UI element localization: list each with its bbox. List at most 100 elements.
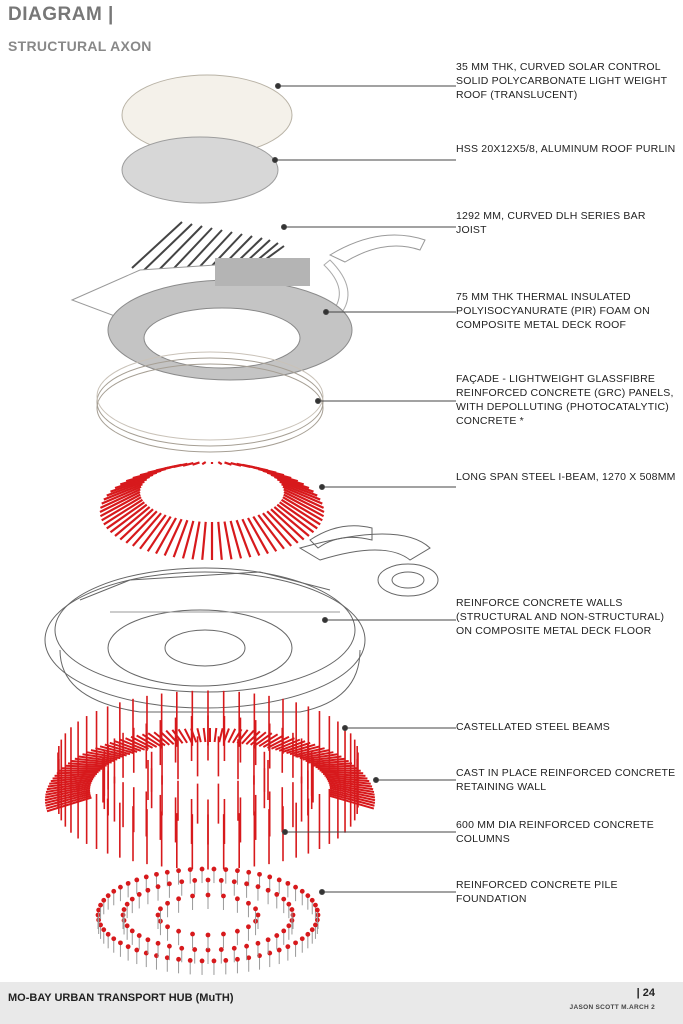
label-roof-membrane: 35 MM THK, CURVED SOLAR CONTROL SOLID PO… <box>456 61 667 101</box>
pile-cap <box>205 947 211 953</box>
castellated-beam <box>326 778 371 785</box>
pile-cap <box>255 884 261 890</box>
i-beam <box>131 512 162 547</box>
pile-cap <box>211 958 217 964</box>
author-credit: JASON SCOTT M.ARCH 2 <box>569 1004 655 1011</box>
i-beam <box>101 496 142 522</box>
pile-cap <box>165 924 170 930</box>
pile-cap <box>125 944 131 950</box>
pile-cap <box>274 933 280 938</box>
i-beam <box>283 491 325 513</box>
i-beam <box>125 510 158 544</box>
pile-cap <box>244 881 249 887</box>
i-beam <box>106 480 145 497</box>
pile-cap <box>253 906 258 912</box>
pile-cap <box>176 956 181 962</box>
i-beam <box>99 491 141 513</box>
pile-cap <box>293 884 298 890</box>
i-beam <box>163 518 183 556</box>
i-beam <box>101 485 142 505</box>
castellated-beam <box>328 794 375 810</box>
pile-cap <box>158 906 163 912</box>
i-beam <box>182 461 194 467</box>
pile-cap <box>309 927 315 933</box>
page-number: | 24 <box>636 987 655 999</box>
i-beam <box>172 519 189 558</box>
castellated-beam <box>202 727 207 743</box>
pile-cap <box>231 879 237 885</box>
floor-plate <box>44 525 439 713</box>
pile-cap <box>313 922 318 928</box>
castellated-beam <box>74 757 112 764</box>
pile-cap <box>192 878 198 883</box>
pile-cap <box>257 871 262 877</box>
pile-cap <box>164 955 170 961</box>
castellated-beam <box>289 745 321 756</box>
pile-cap <box>234 896 240 902</box>
pile-cap <box>246 869 252 875</box>
pile-cap <box>120 912 126 918</box>
castellated-beam <box>44 791 91 804</box>
castellated-beam <box>196 727 202 743</box>
castellated-beam <box>45 785 91 796</box>
castellated-beam <box>61 767 103 770</box>
pile-cap <box>98 902 103 908</box>
i-beam <box>201 521 207 560</box>
i-beam <box>276 503 315 534</box>
pile-cap <box>218 947 224 952</box>
castellated-beam <box>125 737 149 750</box>
label-bar-joist: 1292 MM, CURVED DLH SERIES BAR JOIST <box>456 210 646 236</box>
i-beam <box>99 493 141 518</box>
pile-cap <box>285 944 291 950</box>
i-beam <box>235 519 252 558</box>
castellated-beams-ring <box>44 727 376 813</box>
i-beam <box>276 478 314 493</box>
pile-cap <box>223 957 229 963</box>
i-beam <box>103 498 144 526</box>
castellated-beam <box>45 783 91 793</box>
pile-cap <box>274 892 280 897</box>
pile-cap <box>281 896 287 902</box>
castellated-beam <box>45 794 92 810</box>
pile-cap <box>305 893 311 899</box>
pile-cap <box>129 928 135 934</box>
pile-cap <box>293 940 298 946</box>
castellated-beam <box>47 780 93 788</box>
castellated-beam <box>250 731 267 746</box>
i-beam <box>223 521 233 560</box>
pile-cap <box>190 931 195 937</box>
pile-cap <box>125 880 131 886</box>
pile-cap <box>199 958 205 964</box>
pile-cap <box>299 888 305 894</box>
pile-cap <box>205 932 211 938</box>
i-beam <box>191 521 201 560</box>
pile-cap <box>235 868 240 874</box>
castellated-beam <box>44 789 91 802</box>
pile-cap <box>309 897 315 903</box>
i-beam <box>270 473 305 486</box>
pile-cap <box>143 874 149 880</box>
pile-cap <box>190 893 195 899</box>
i-beam <box>103 483 143 501</box>
pile-cap <box>179 945 185 951</box>
pile-cap <box>234 928 240 934</box>
pile-cap <box>286 923 292 929</box>
pile-cap <box>187 957 193 963</box>
pile-cap <box>281 928 287 934</box>
pile-cap <box>211 866 217 872</box>
purlin-layer <box>121 136 279 204</box>
i-beam <box>106 501 145 530</box>
i-beam <box>282 496 323 522</box>
pile-cap <box>314 907 320 913</box>
castellated-beam <box>130 735 154 749</box>
castellated-beam <box>177 728 188 744</box>
pile-cap <box>187 867 193 873</box>
label-pile-foundation: REINFORCED CONCRETE PILE FOUNDATION <box>456 879 618 905</box>
i-beam <box>114 475 150 490</box>
pile-cap <box>111 888 117 894</box>
pile-cap <box>134 947 140 953</box>
pile-cap <box>129 896 135 902</box>
label-castellated-beams: CASTELLATED STEEL BEAMS <box>456 721 610 733</box>
structural-axon-diagram <box>44 74 456 975</box>
castellated-beam <box>46 796 92 813</box>
